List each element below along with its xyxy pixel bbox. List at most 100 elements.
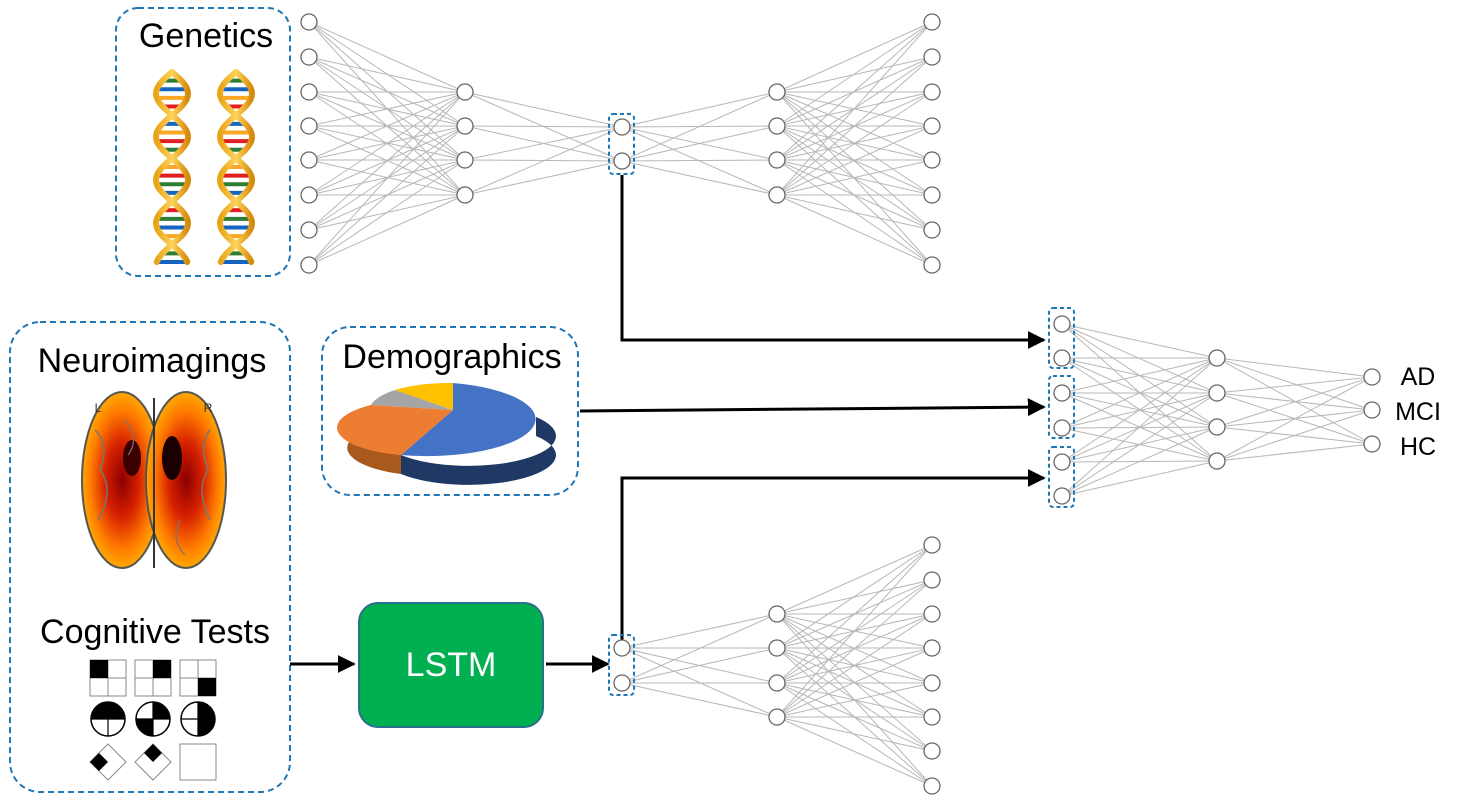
latent-node-highlights bbox=[608, 113, 1075, 696]
network-node bbox=[1208, 418, 1226, 436]
network-node bbox=[300, 48, 318, 66]
edge bbox=[776, 647, 933, 718]
network-node bbox=[768, 605, 786, 623]
edge bbox=[1061, 426, 1218, 497]
edge bbox=[776, 91, 933, 196]
lstm-block: LSTM bbox=[358, 602, 544, 728]
edge bbox=[464, 126, 623, 196]
edge bbox=[1061, 323, 1218, 359]
edge bbox=[308, 159, 466, 266]
network-node bbox=[923, 777, 941, 795]
lstm-to-fusion-arrow bbox=[620, 469, 1046, 640]
output-labels: AD MCI HC bbox=[1395, 363, 1441, 461]
pie-chart-icon bbox=[337, 382, 556, 485]
network-node bbox=[1363, 401, 1381, 419]
edge bbox=[1216, 376, 1373, 462]
edge bbox=[776, 613, 933, 718]
network-node bbox=[1053, 453, 1071, 471]
edge bbox=[621, 647, 778, 684]
edge bbox=[776, 56, 933, 196]
edge bbox=[621, 613, 778, 649]
edge bbox=[308, 91, 466, 161]
edge bbox=[1061, 392, 1218, 497]
edge bbox=[1061, 357, 1218, 394]
network-node bbox=[923, 256, 941, 274]
edge bbox=[308, 91, 466, 196]
edge bbox=[1061, 357, 1218, 463]
network-node bbox=[768, 117, 786, 135]
network-node bbox=[456, 151, 474, 169]
neuroimaging-title: Neuroimagings bbox=[38, 342, 267, 380]
output-label-hc: HC bbox=[1400, 433, 1436, 461]
network-node bbox=[923, 742, 941, 760]
network-node bbox=[1053, 315, 1071, 333]
network-node bbox=[613, 152, 631, 170]
edge bbox=[308, 21, 466, 93]
dna-icon bbox=[152, 69, 256, 265]
network-node bbox=[923, 708, 941, 726]
edge bbox=[308, 125, 466, 266]
network-node bbox=[613, 674, 631, 692]
edge bbox=[464, 125, 623, 128]
edge bbox=[621, 125, 778, 162]
edge bbox=[621, 613, 778, 684]
network-node bbox=[300, 151, 318, 169]
network-node bbox=[456, 83, 474, 101]
network-node bbox=[768, 83, 786, 101]
edge bbox=[776, 544, 933, 684]
network-node bbox=[613, 639, 631, 657]
connection-arrows bbox=[290, 175, 1046, 673]
demographics-title: Demographics bbox=[342, 338, 561, 376]
edge bbox=[464, 160, 623, 196]
edge bbox=[621, 159, 778, 162]
lstm-label: LSTM bbox=[405, 645, 497, 684]
edge bbox=[621, 682, 778, 718]
edge bbox=[308, 194, 466, 266]
network-node bbox=[300, 256, 318, 274]
network-node bbox=[1053, 487, 1071, 505]
edge bbox=[776, 194, 933, 266]
network-node bbox=[613, 118, 631, 136]
edge bbox=[776, 21, 933, 93]
network-node bbox=[768, 674, 786, 692]
network-node bbox=[300, 186, 318, 204]
edge bbox=[1061, 460, 1218, 497]
network-node bbox=[923, 221, 941, 239]
network-node bbox=[1053, 419, 1071, 437]
network-node bbox=[300, 83, 318, 101]
network-node bbox=[923, 536, 941, 554]
demographics-panel bbox=[321, 326, 579, 496]
network-node bbox=[1363, 368, 1381, 386]
network-node bbox=[1208, 452, 1226, 470]
network-edges bbox=[308, 21, 1373, 787]
edge bbox=[776, 716, 933, 752]
edge bbox=[308, 56, 466, 93]
network-node bbox=[923, 674, 941, 692]
edge bbox=[776, 21, 933, 196]
edge bbox=[776, 194, 933, 231]
edge bbox=[1216, 376, 1373, 428]
genetics-title: Genetics bbox=[139, 17, 273, 55]
network-node bbox=[923, 83, 941, 101]
edge bbox=[776, 716, 933, 787]
edge bbox=[776, 21, 933, 161]
genetics-panel bbox=[115, 7, 291, 277]
edge bbox=[776, 544, 933, 615]
neuro-cognitive-panel bbox=[9, 321, 291, 793]
cognitive-tests-title: Cognitive Tests bbox=[40, 613, 270, 651]
edge bbox=[1216, 357, 1373, 411]
edge bbox=[621, 160, 778, 196]
edge bbox=[308, 91, 466, 127]
edge bbox=[776, 21, 933, 127]
cognitive-test-icon bbox=[89, 659, 217, 781]
output-label-mci: MCI bbox=[1395, 398, 1441, 426]
network-node bbox=[923, 117, 941, 135]
edge bbox=[776, 544, 933, 718]
network-node bbox=[768, 151, 786, 169]
edge bbox=[776, 544, 933, 649]
brain-heatmap-icon bbox=[81, 391, 227, 569]
network-node bbox=[1053, 384, 1071, 402]
edge bbox=[776, 682, 933, 718]
edge bbox=[1061, 357, 1218, 497]
